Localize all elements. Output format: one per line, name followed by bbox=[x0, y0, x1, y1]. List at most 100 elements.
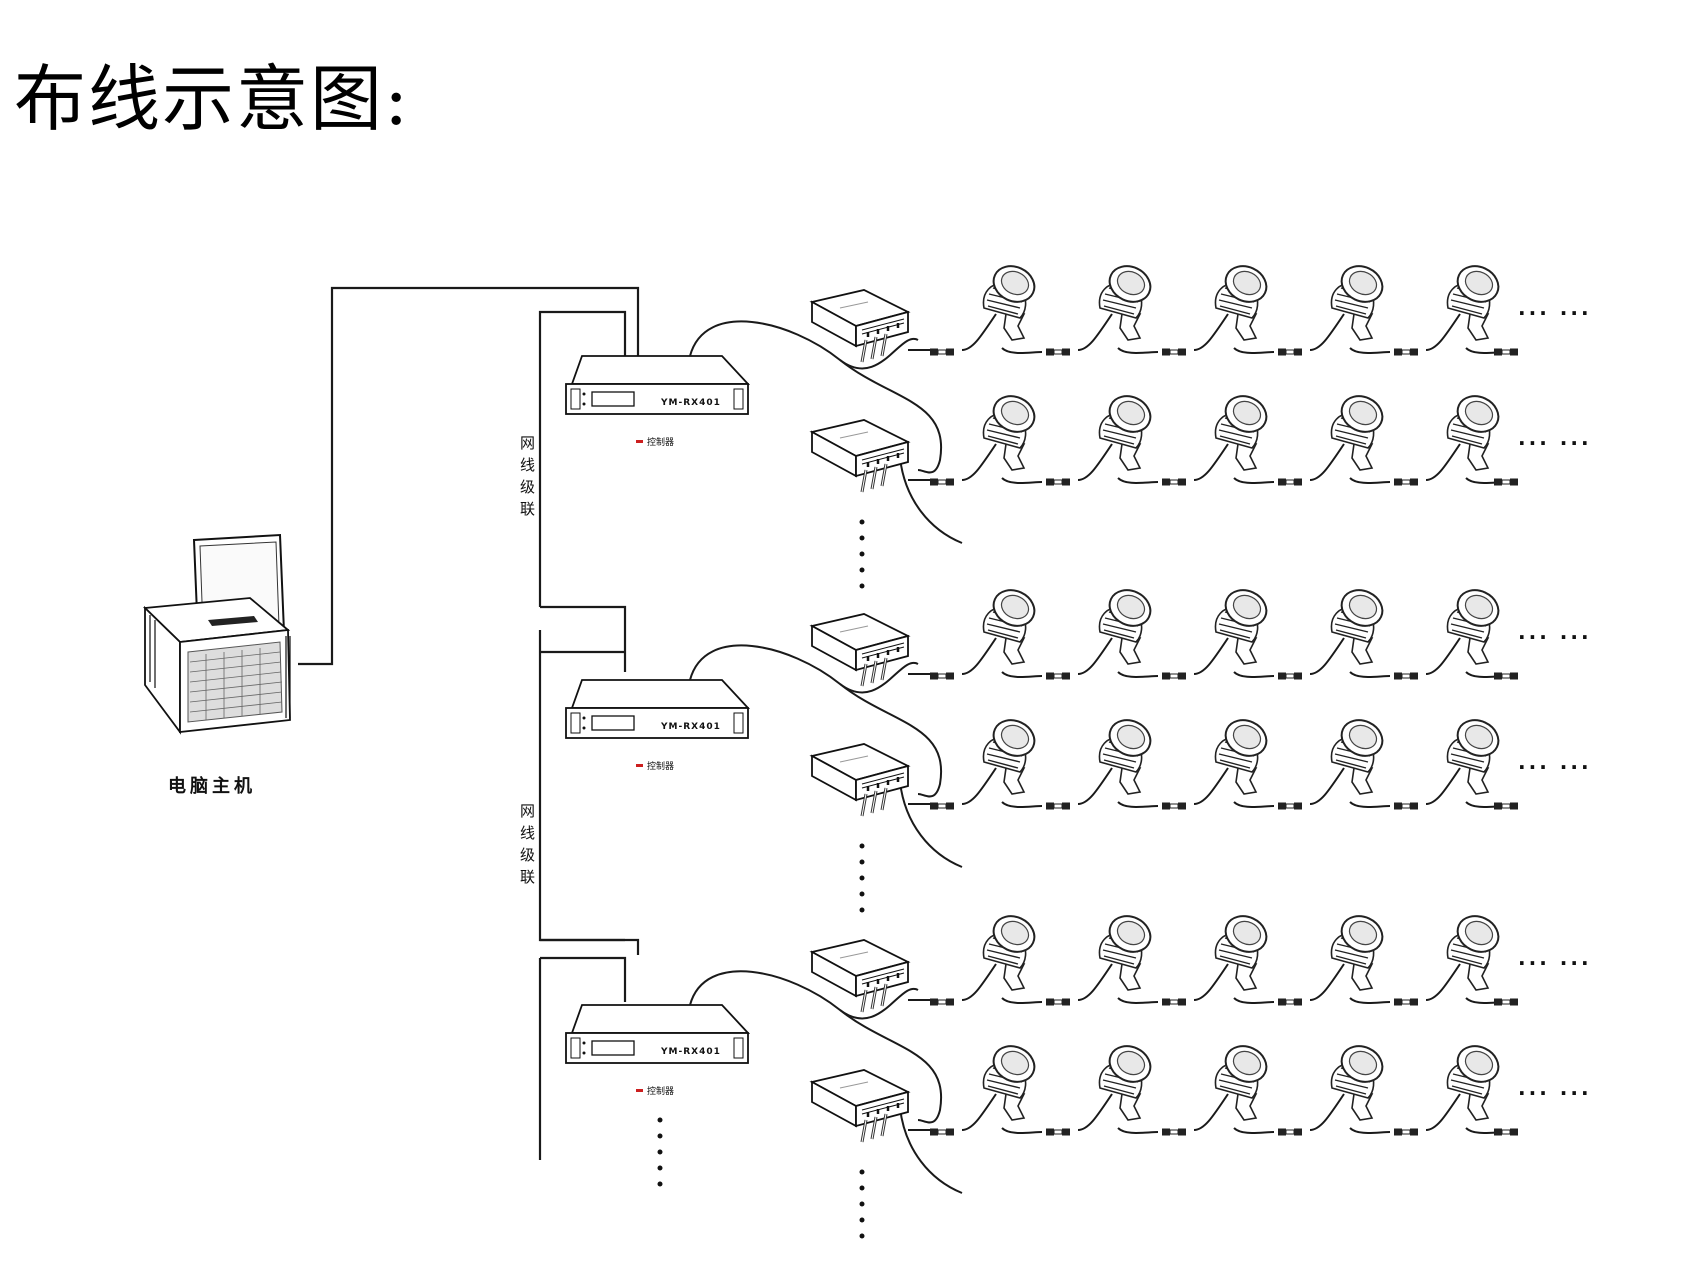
spotlight bbox=[1446, 712, 1506, 795]
spotlight bbox=[1098, 1038, 1158, 1121]
spotlight bbox=[1446, 582, 1506, 665]
splitter-box bbox=[810, 418, 910, 494]
svg-text:线: 线 bbox=[520, 824, 535, 842]
cable-connector bbox=[1493, 1128, 1519, 1136]
spotlight bbox=[1098, 258, 1158, 341]
row-cable bbox=[908, 1093, 1461, 1131]
cable-connector bbox=[1393, 998, 1419, 1006]
cable-connector bbox=[929, 478, 955, 486]
cable-connector bbox=[929, 1128, 955, 1136]
controller-splitter-cables bbox=[689, 320, 963, 1194]
spotlight bbox=[1214, 712, 1274, 795]
page-title: 布线示意图: bbox=[14, 57, 411, 141]
spotlight bbox=[982, 258, 1042, 341]
row-cable bbox=[908, 443, 1461, 481]
cable-connector bbox=[1277, 998, 1303, 1006]
cable-connector bbox=[1493, 802, 1519, 810]
spotlight bbox=[1098, 582, 1158, 665]
cable-connector bbox=[929, 348, 955, 356]
cable-connector bbox=[1277, 1128, 1303, 1136]
controller-model-label: YM-RX401 bbox=[660, 1047, 721, 1057]
spotlight bbox=[1214, 1038, 1274, 1121]
spotlight bbox=[982, 582, 1042, 665]
controller-caption: 控制器 bbox=[647, 760, 674, 772]
cable-connector bbox=[1161, 802, 1187, 810]
spotlight bbox=[1214, 258, 1274, 341]
cable-connector bbox=[1277, 348, 1303, 356]
cable-connector bbox=[1493, 348, 1519, 356]
row-cable bbox=[908, 313, 1461, 351]
cable-connector bbox=[1277, 672, 1303, 680]
svg-text:网: 网 bbox=[520, 802, 535, 820]
row-continuation: ··· ··· bbox=[1518, 625, 1592, 649]
cable-connector bbox=[1493, 998, 1519, 1006]
controller-1: YM-RX401 bbox=[565, 355, 749, 415]
spotlight bbox=[1446, 388, 1506, 471]
spotlight bbox=[1098, 908, 1158, 991]
cable-connector bbox=[1393, 348, 1419, 356]
spotlight bbox=[982, 1038, 1042, 1121]
spotlight bbox=[1330, 712, 1390, 795]
cable-connector bbox=[1393, 478, 1419, 486]
splitter-box bbox=[810, 742, 910, 818]
cable-connector bbox=[1045, 998, 1071, 1006]
cable-connector bbox=[1161, 998, 1187, 1006]
spotlight bbox=[1330, 1038, 1390, 1121]
row-cable bbox=[908, 963, 1461, 1001]
cable-connector bbox=[1393, 802, 1419, 810]
spotlight bbox=[1330, 258, 1390, 341]
svg-text:级: 级 bbox=[520, 478, 535, 496]
cable-connector bbox=[1277, 478, 1303, 486]
cable-connector bbox=[1277, 802, 1303, 810]
light-row: ··· ··· bbox=[908, 582, 1592, 680]
spotlight bbox=[1330, 582, 1390, 665]
computer-host bbox=[142, 533, 291, 735]
cable-connector bbox=[1393, 672, 1419, 680]
light-row: ··· ··· bbox=[908, 908, 1592, 1006]
svg-text:线: 线 bbox=[520, 456, 535, 474]
light-row: ··· ··· bbox=[908, 712, 1592, 810]
cable-connector bbox=[1493, 478, 1519, 486]
controller-2: YM-RX401 bbox=[565, 679, 749, 739]
spotlight bbox=[1214, 388, 1274, 471]
controller-caption: 控制器 bbox=[647, 1085, 674, 1097]
light-row: ··· ··· bbox=[908, 1038, 1592, 1136]
light-row: ··· ··· bbox=[908, 258, 1589, 356]
spotlight bbox=[982, 712, 1042, 795]
row-continuation: ··· ··· bbox=[1518, 755, 1592, 779]
controller-model-label: YM-RX401 bbox=[660, 398, 721, 408]
svg-text:联: 联 bbox=[520, 868, 535, 886]
spotlight bbox=[1446, 908, 1506, 991]
cable-connector bbox=[1161, 672, 1187, 680]
row-continuation: ··· ··· bbox=[1518, 951, 1592, 975]
light-row: ··· ··· bbox=[908, 388, 1592, 486]
vertical-dots bbox=[657, 519, 865, 1239]
svg-text:网: 网 bbox=[520, 434, 535, 452]
cascade-label-2: 网 线 级 联 bbox=[520, 802, 535, 886]
cable-connector bbox=[929, 998, 955, 1006]
row-cable bbox=[908, 767, 1461, 805]
controller-model-label: YM-RX401 bbox=[660, 722, 721, 732]
cable-connector bbox=[1045, 1128, 1071, 1136]
spotlight bbox=[1446, 1038, 1506, 1121]
spotlight bbox=[982, 908, 1042, 991]
cable-connector bbox=[1045, 672, 1071, 680]
cable-connector bbox=[1045, 802, 1071, 810]
spotlight bbox=[1214, 908, 1274, 991]
row-continuation: ··· ··· bbox=[1518, 1081, 1592, 1105]
cascade-label-1: 网 线 级 联 bbox=[520, 434, 535, 518]
spotlight bbox=[1214, 582, 1274, 665]
controller-caption: 控制器 bbox=[647, 436, 674, 448]
host-label: 电脑主机 bbox=[168, 775, 256, 797]
svg-text:联: 联 bbox=[520, 500, 535, 518]
row-continuation: ··· ··· bbox=[1518, 431, 1592, 455]
spotlight bbox=[1098, 388, 1158, 471]
spotlight bbox=[1098, 712, 1158, 795]
cable-connector bbox=[1493, 672, 1519, 680]
network-cables bbox=[298, 286, 640, 1160]
cable-connector bbox=[1393, 1128, 1419, 1136]
cable-connector bbox=[1045, 348, 1071, 356]
cable-connector bbox=[1161, 478, 1187, 486]
spotlight bbox=[1446, 258, 1506, 341]
